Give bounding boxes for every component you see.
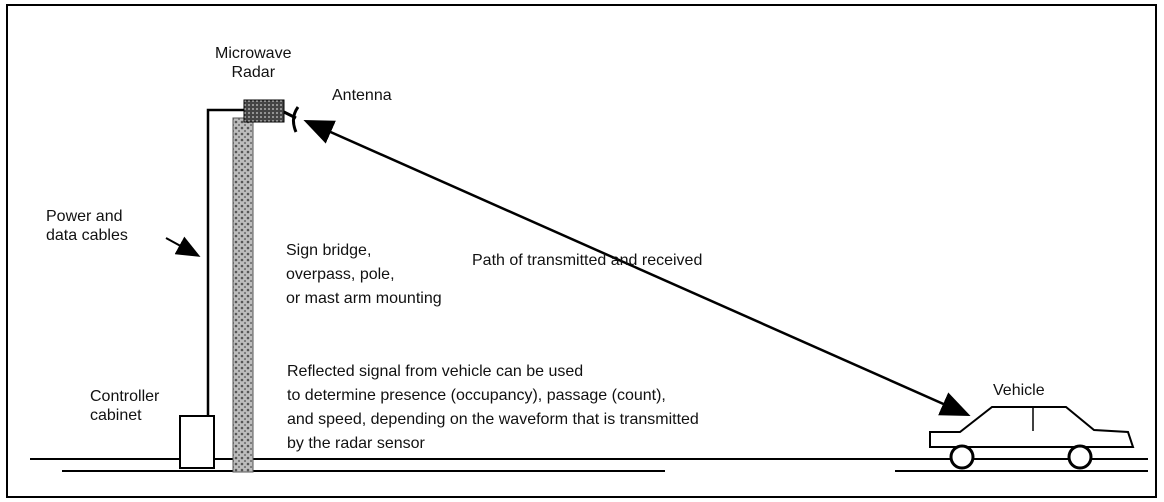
power-data-cable: [206, 108, 244, 416]
cables-pointer-arrow: [165, 236, 201, 257]
transmission-path-arrow: [303, 119, 971, 417]
controller-cabinet: [179, 415, 215, 469]
vehicle-label: Vehicle: [993, 382, 1045, 399]
mounting-label: Sign bridge, overpass, pole, or mast arm…: [286, 242, 442, 307]
vehicle-wheel-front: [949, 444, 975, 470]
path-label: Path of transmitted and received: [472, 252, 703, 269]
mounting-pole: [232, 117, 254, 473]
cabinet-label: Controller cabinet: [90, 388, 160, 424]
reflected-signal-text: Reflected signal from vehicle can be use…: [287, 363, 699, 452]
vehicle-icon: [929, 406, 1135, 470]
radar-label: Microwave Radar: [215, 45, 292, 81]
radar-unit: [243, 99, 285, 123]
diagram-frame: [6, 4, 1157, 498]
cables-label: Power and data cables: [46, 208, 128, 244]
vehicle-wheel-rear: [1067, 444, 1093, 470]
antenna-dish-icon: [291, 106, 300, 133]
antenna-label: Antenna: [332, 87, 392, 104]
